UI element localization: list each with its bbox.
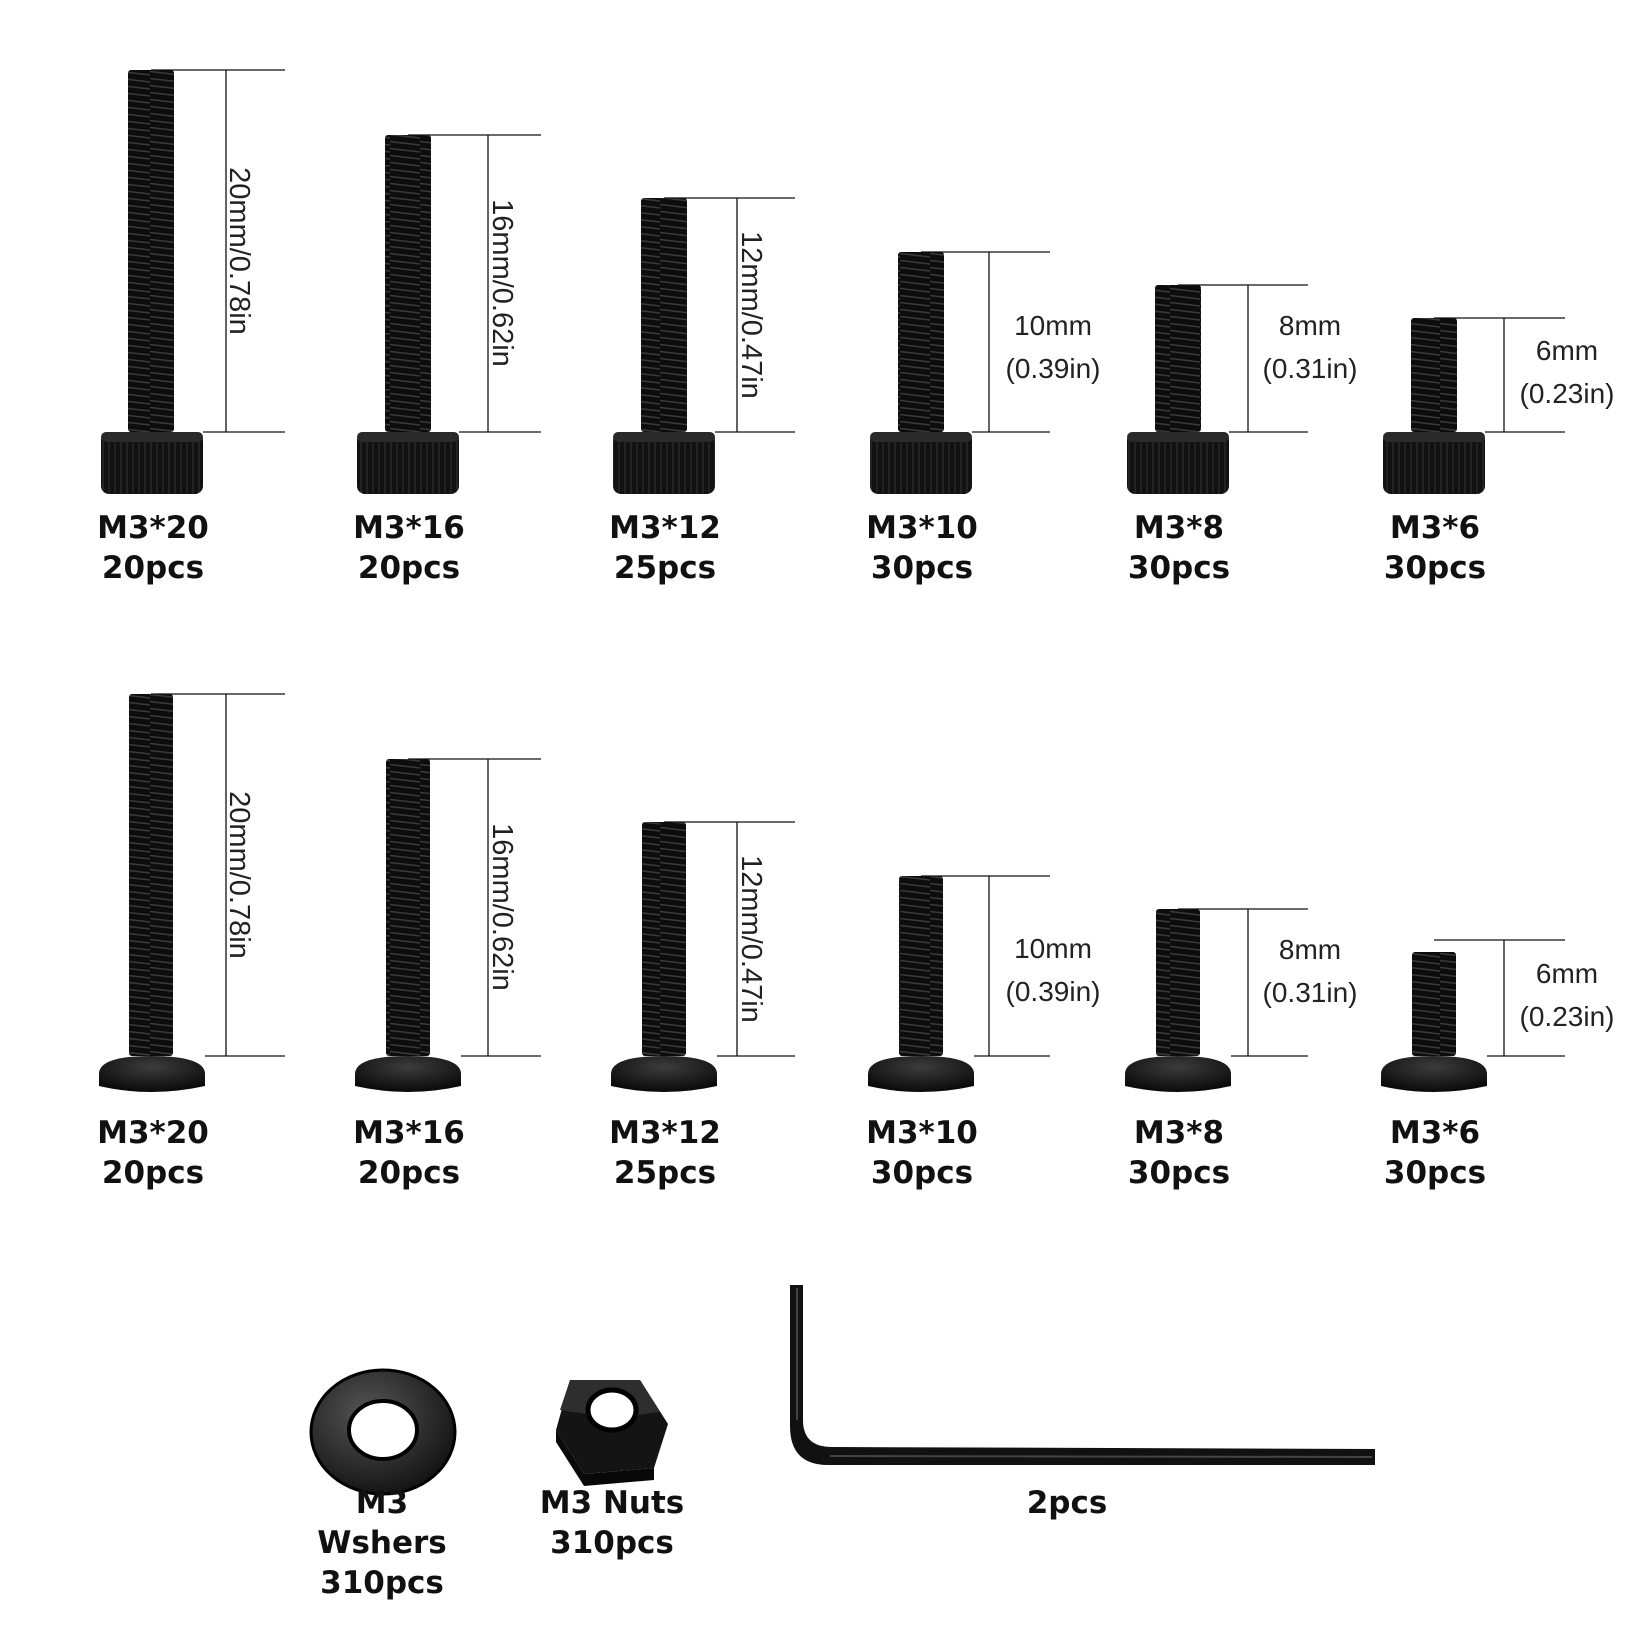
socket-cap-row: 20mm/0.78in M3*20 20pcs 16mm/0.62in M3*1… [97,69,1615,586]
hex-key-icon [790,1285,1375,1465]
length-label: 12mm/0.47in [735,231,767,399]
length-in-label: (0.39in) [1006,976,1101,1007]
length-mm-label: 6mm [1536,958,1598,989]
socket-cap-screw-icon [1383,318,1485,494]
size-label: M3*6 [1390,1115,1480,1151]
size-label: M3*12 [609,510,721,546]
button-head-screw-icon [99,694,205,1092]
size-label: M3*10 [866,1115,978,1151]
length-label: 20mm/0.78in [223,167,255,335]
quantity-label: 20pcs [358,550,460,586]
length-label: 20mm/0.78in [223,791,255,959]
quantity-label: 30pcs [871,550,973,586]
size-label: M3*10 [866,510,978,546]
quantity-label: 30pcs [1128,550,1230,586]
hex-key-quantity: 2pcs [1027,1485,1108,1521]
quantity-label: 25pcs [614,1155,716,1191]
length-in-label: (0.31in) [1263,353,1358,384]
length-in-label: (0.23in) [1520,378,1615,409]
nut-quantity: 310pcs [550,1525,674,1561]
size-label: M3*6 [1390,510,1480,546]
button-head-screw-icon [611,822,717,1092]
socket-cap-screw-m3x12: 12mm/0.47in M3*12 25pcs [609,197,795,586]
size-label: M3*12 [609,1115,721,1151]
socket-cap-screw-m3x16: 16mm/0.62in M3*16 20pcs [353,134,541,586]
socket-cap-screw-m3x6: 6mm (0.23in) M3*6 30pcs [1383,317,1615,586]
quantity-label: 30pcs [871,1155,973,1191]
button-head-screw-m3x16: 16mm/0.62in M3*16 20pcs [353,758,541,1191]
button-head-screw-m3x10: 10mm (0.39in) M3*10 30pcs [866,875,1101,1191]
quantity-label: 30pcs [1384,550,1486,586]
size-label: M3*8 [1134,510,1224,546]
length-label: 16mm/0.62in [486,199,518,367]
quantity-label: 20pcs [102,550,204,586]
button-head-screw-icon [868,876,974,1092]
socket-cap-screw-icon [357,135,459,494]
washer-item: M3 Wshers 310pcs [309,1368,457,1601]
length-mm-label: 8mm [1279,934,1341,965]
length-in-label: (0.23in) [1520,1001,1615,1032]
hex-key-item: 2pcs [790,1285,1375,1521]
socket-cap-screw-m3x10: 10mm (0.39in) M3*10 30pcs [866,251,1101,586]
size-label: M3*16 [353,510,465,546]
socket-cap-screw-icon [101,70,203,494]
quantity-label: 20pcs [358,1155,460,1191]
socket-cap-screw-m3x8: 8mm (0.31in) M3*8 30pcs [1127,284,1358,586]
washer-icon [309,1368,457,1496]
nut-label-line1: M3 Nuts [540,1485,685,1521]
socket-cap-screw-icon [613,198,715,494]
button-head-row: 20mm/0.78in M3*20 20pcs 16mm/0.62in M3*1… [97,693,1615,1191]
length-label: 16mm/0.62in [486,823,518,991]
socket-cap-screw-icon [870,252,972,494]
button-head-screw-m3x12: 12mm/0.47in M3*12 25pcs [609,821,795,1191]
button-head-screw-m3x8: 8mm (0.31in) M3*8 30pcs [1125,908,1358,1191]
length-mm-label: 6mm [1536,335,1598,366]
button-head-screw-icon [1381,952,1487,1092]
length-mm-label: 10mm [1014,310,1092,341]
length-label: 12mm/0.47in [735,855,767,1023]
size-label: M3*16 [353,1115,465,1151]
size-label: M3*20 [97,510,209,546]
length-in-label: (0.39in) [1006,353,1101,384]
nut-item: M3 Nuts 310pcs [540,1380,685,1561]
quantity-label: 30pcs [1128,1155,1230,1191]
button-head-screw-m3x6: 6mm (0.23in) M3*6 30pcs [1381,939,1615,1191]
washer-label-line2: Wshers [317,1525,446,1561]
size-label: M3*20 [97,1115,209,1151]
quantity-label: 25pcs [614,550,716,586]
washer-quantity: 310pcs [320,1565,444,1601]
length-mm-label: 10mm [1014,933,1092,964]
quantity-label: 20pcs [102,1155,204,1191]
button-head-screw-icon [1125,909,1231,1092]
hex-nut-icon [556,1380,668,1486]
quantity-label: 30pcs [1384,1155,1486,1191]
size-label: M3*8 [1134,1115,1224,1151]
socket-cap-screw-icon [1127,285,1229,494]
socket-cap-screw-m3x20: 20mm/0.78in M3*20 20pcs [97,69,285,586]
washer-label-line1: M3 [356,1485,408,1521]
button-head-screw-m3x20: 20mm/0.78in M3*20 20pcs [97,693,285,1191]
button-head-screw-icon [355,759,461,1092]
length-in-label: (0.31in) [1263,977,1358,1008]
length-mm-label: 8mm [1279,310,1341,341]
